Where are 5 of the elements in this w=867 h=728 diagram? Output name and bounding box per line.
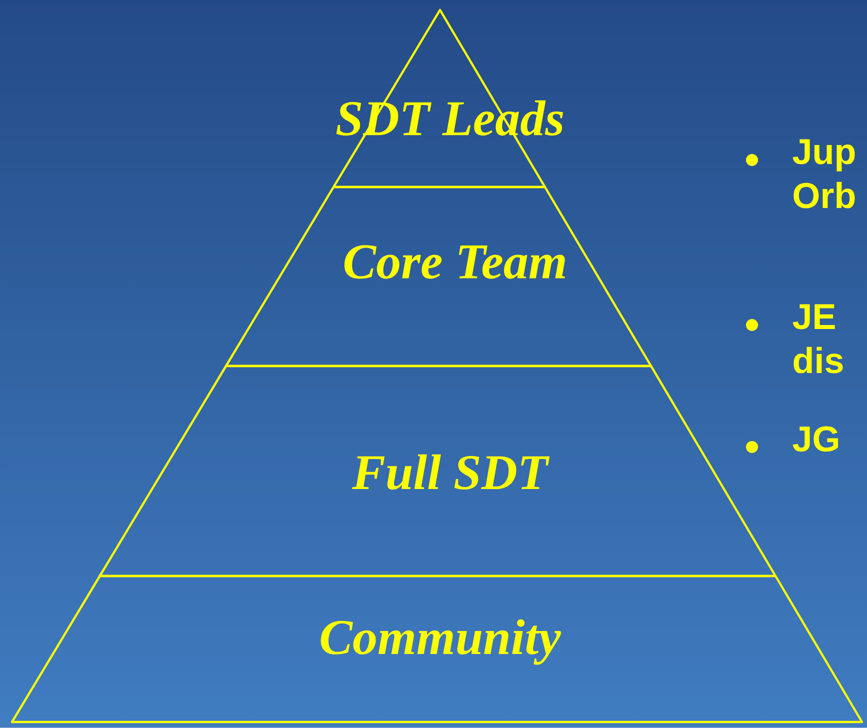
pyramid-tier: Full SDT <box>98 364 777 578</box>
bullet-text: JE dis <box>792 304 843 374</box>
pyramid-tier: Core Team <box>224 186 652 368</box>
bullet-text: Jup Orb <box>792 139 855 208</box>
pyramid-tier: Community <box>10 574 864 724</box>
